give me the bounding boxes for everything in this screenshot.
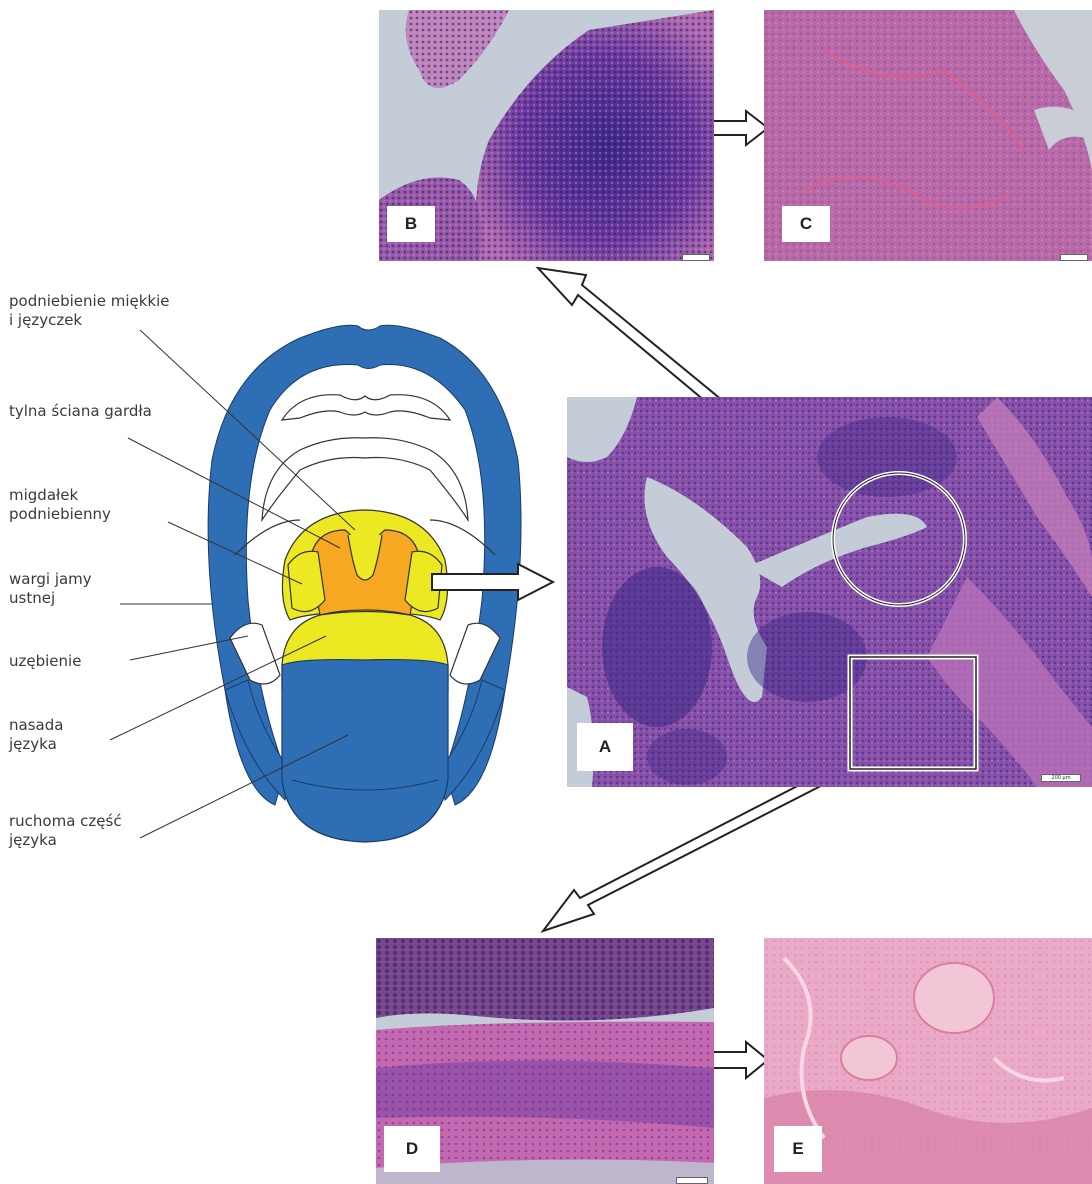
panel-c-letter: C <box>782 206 830 242</box>
micrograph-d: D <box>376 938 714 1184</box>
panel-d-scale <box>676 1177 708 1184</box>
label-soft-palate: podniebienie miękkie i języczek <box>9 292 170 330</box>
arrow-d-to-e <box>710 1042 768 1078</box>
label-gums: uzębienie <box>9 652 81 671</box>
label-lips: wargi jamy ustnej <box>9 570 92 608</box>
upper-teeth <box>282 395 450 420</box>
label-tongue-body: ruchoma część języka <box>9 812 122 850</box>
panel-c-scale <box>1060 254 1088 261</box>
label-tonsil: migdałek podniebienny <box>9 486 111 524</box>
panel-a-scale: 200 µm <box>1041 774 1081 782</box>
arrow-b-to-c <box>706 111 768 145</box>
label-pharynx-wall: tylna ściana gardła <box>9 402 152 421</box>
micrograph-b: B <box>379 10 714 261</box>
micrograph-a: A 200 µm <box>567 397 1092 787</box>
micrograph-c: C <box>764 10 1092 261</box>
panel-b-scale <box>682 254 710 261</box>
panel-d-letter: D <box>384 1126 440 1172</box>
arrow-a-to-d <box>543 762 852 931</box>
palate <box>262 438 468 520</box>
tonsil-left <box>288 551 325 611</box>
panel-e-letter: E <box>774 1126 822 1172</box>
panel-a-letter: A <box>577 723 633 771</box>
micrograph-e: E <box>764 938 1092 1184</box>
label-tongue-base: nasada języka <box>9 716 63 754</box>
panel-b-letter: B <box>387 206 435 242</box>
tongue-body <box>282 660 448 842</box>
